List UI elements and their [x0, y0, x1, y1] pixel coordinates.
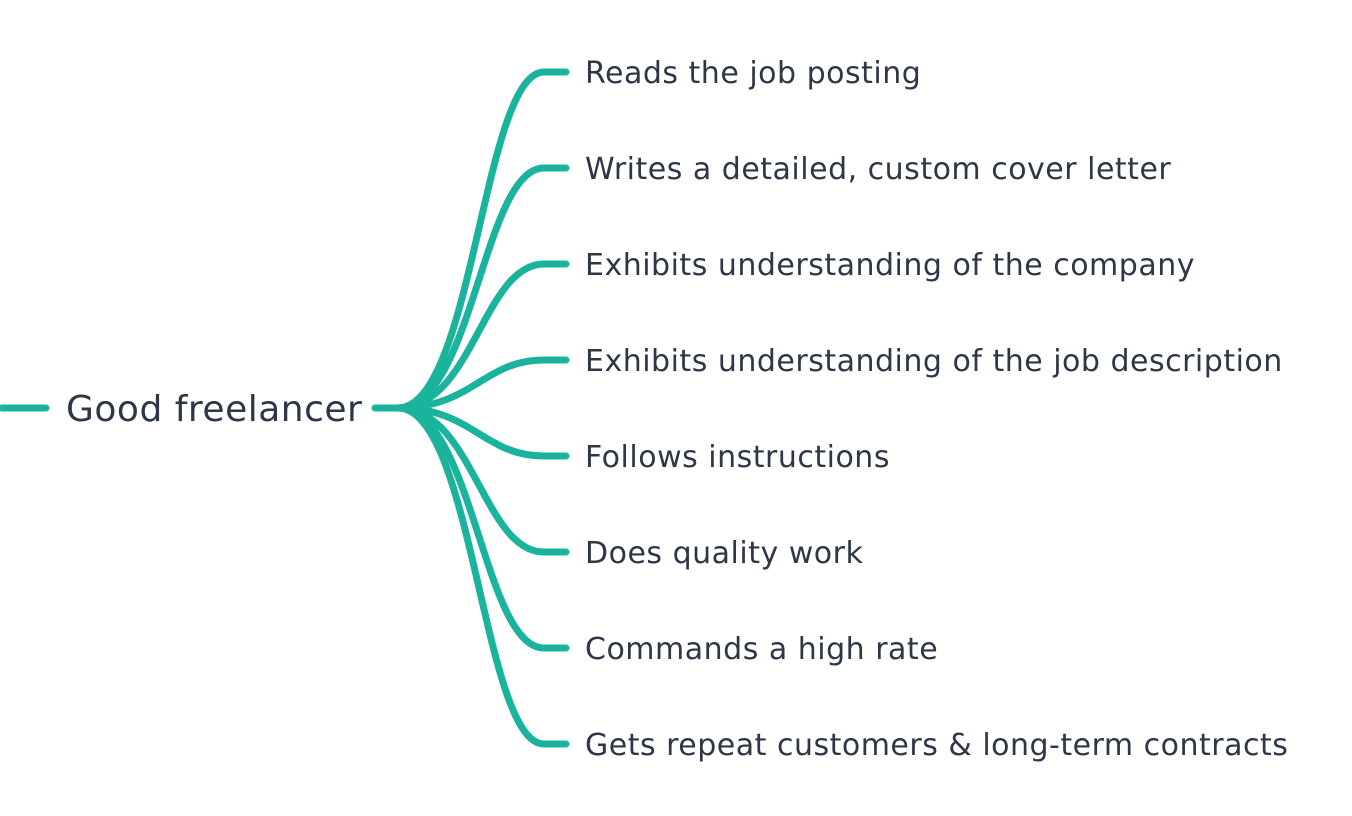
branch-connector	[394, 404, 570, 556]
branch-connector	[394, 404, 570, 460]
branch-connector	[394, 68, 570, 412]
subtopic-label[interactable]: Exhibits understanding of the job descri…	[585, 344, 1283, 379]
subtopic-label[interactable]: Writes a detailed, custom cover letter	[585, 152, 1171, 187]
subtopic-label[interactable]: Follows instructions	[585, 440, 890, 475]
branch-connector	[394, 260, 570, 412]
branch-connector	[394, 356, 570, 412]
branch-connectors	[394, 68, 570, 748]
subtopic-label[interactable]: Commands a high rate	[585, 632, 938, 667]
root-topic[interactable]: Good freelancer	[66, 389, 362, 430]
subtopic-label[interactable]: Exhibits understanding of the company	[585, 248, 1195, 283]
subtopic-label[interactable]: Does quality work	[585, 536, 863, 571]
subtopic-label[interactable]: Gets repeat customers & long-term contra…	[585, 728, 1288, 763]
branch-connector	[394, 404, 570, 748]
branch-connector	[394, 164, 570, 412]
subtopic-label[interactable]: Reads the job posting	[585, 56, 921, 91]
